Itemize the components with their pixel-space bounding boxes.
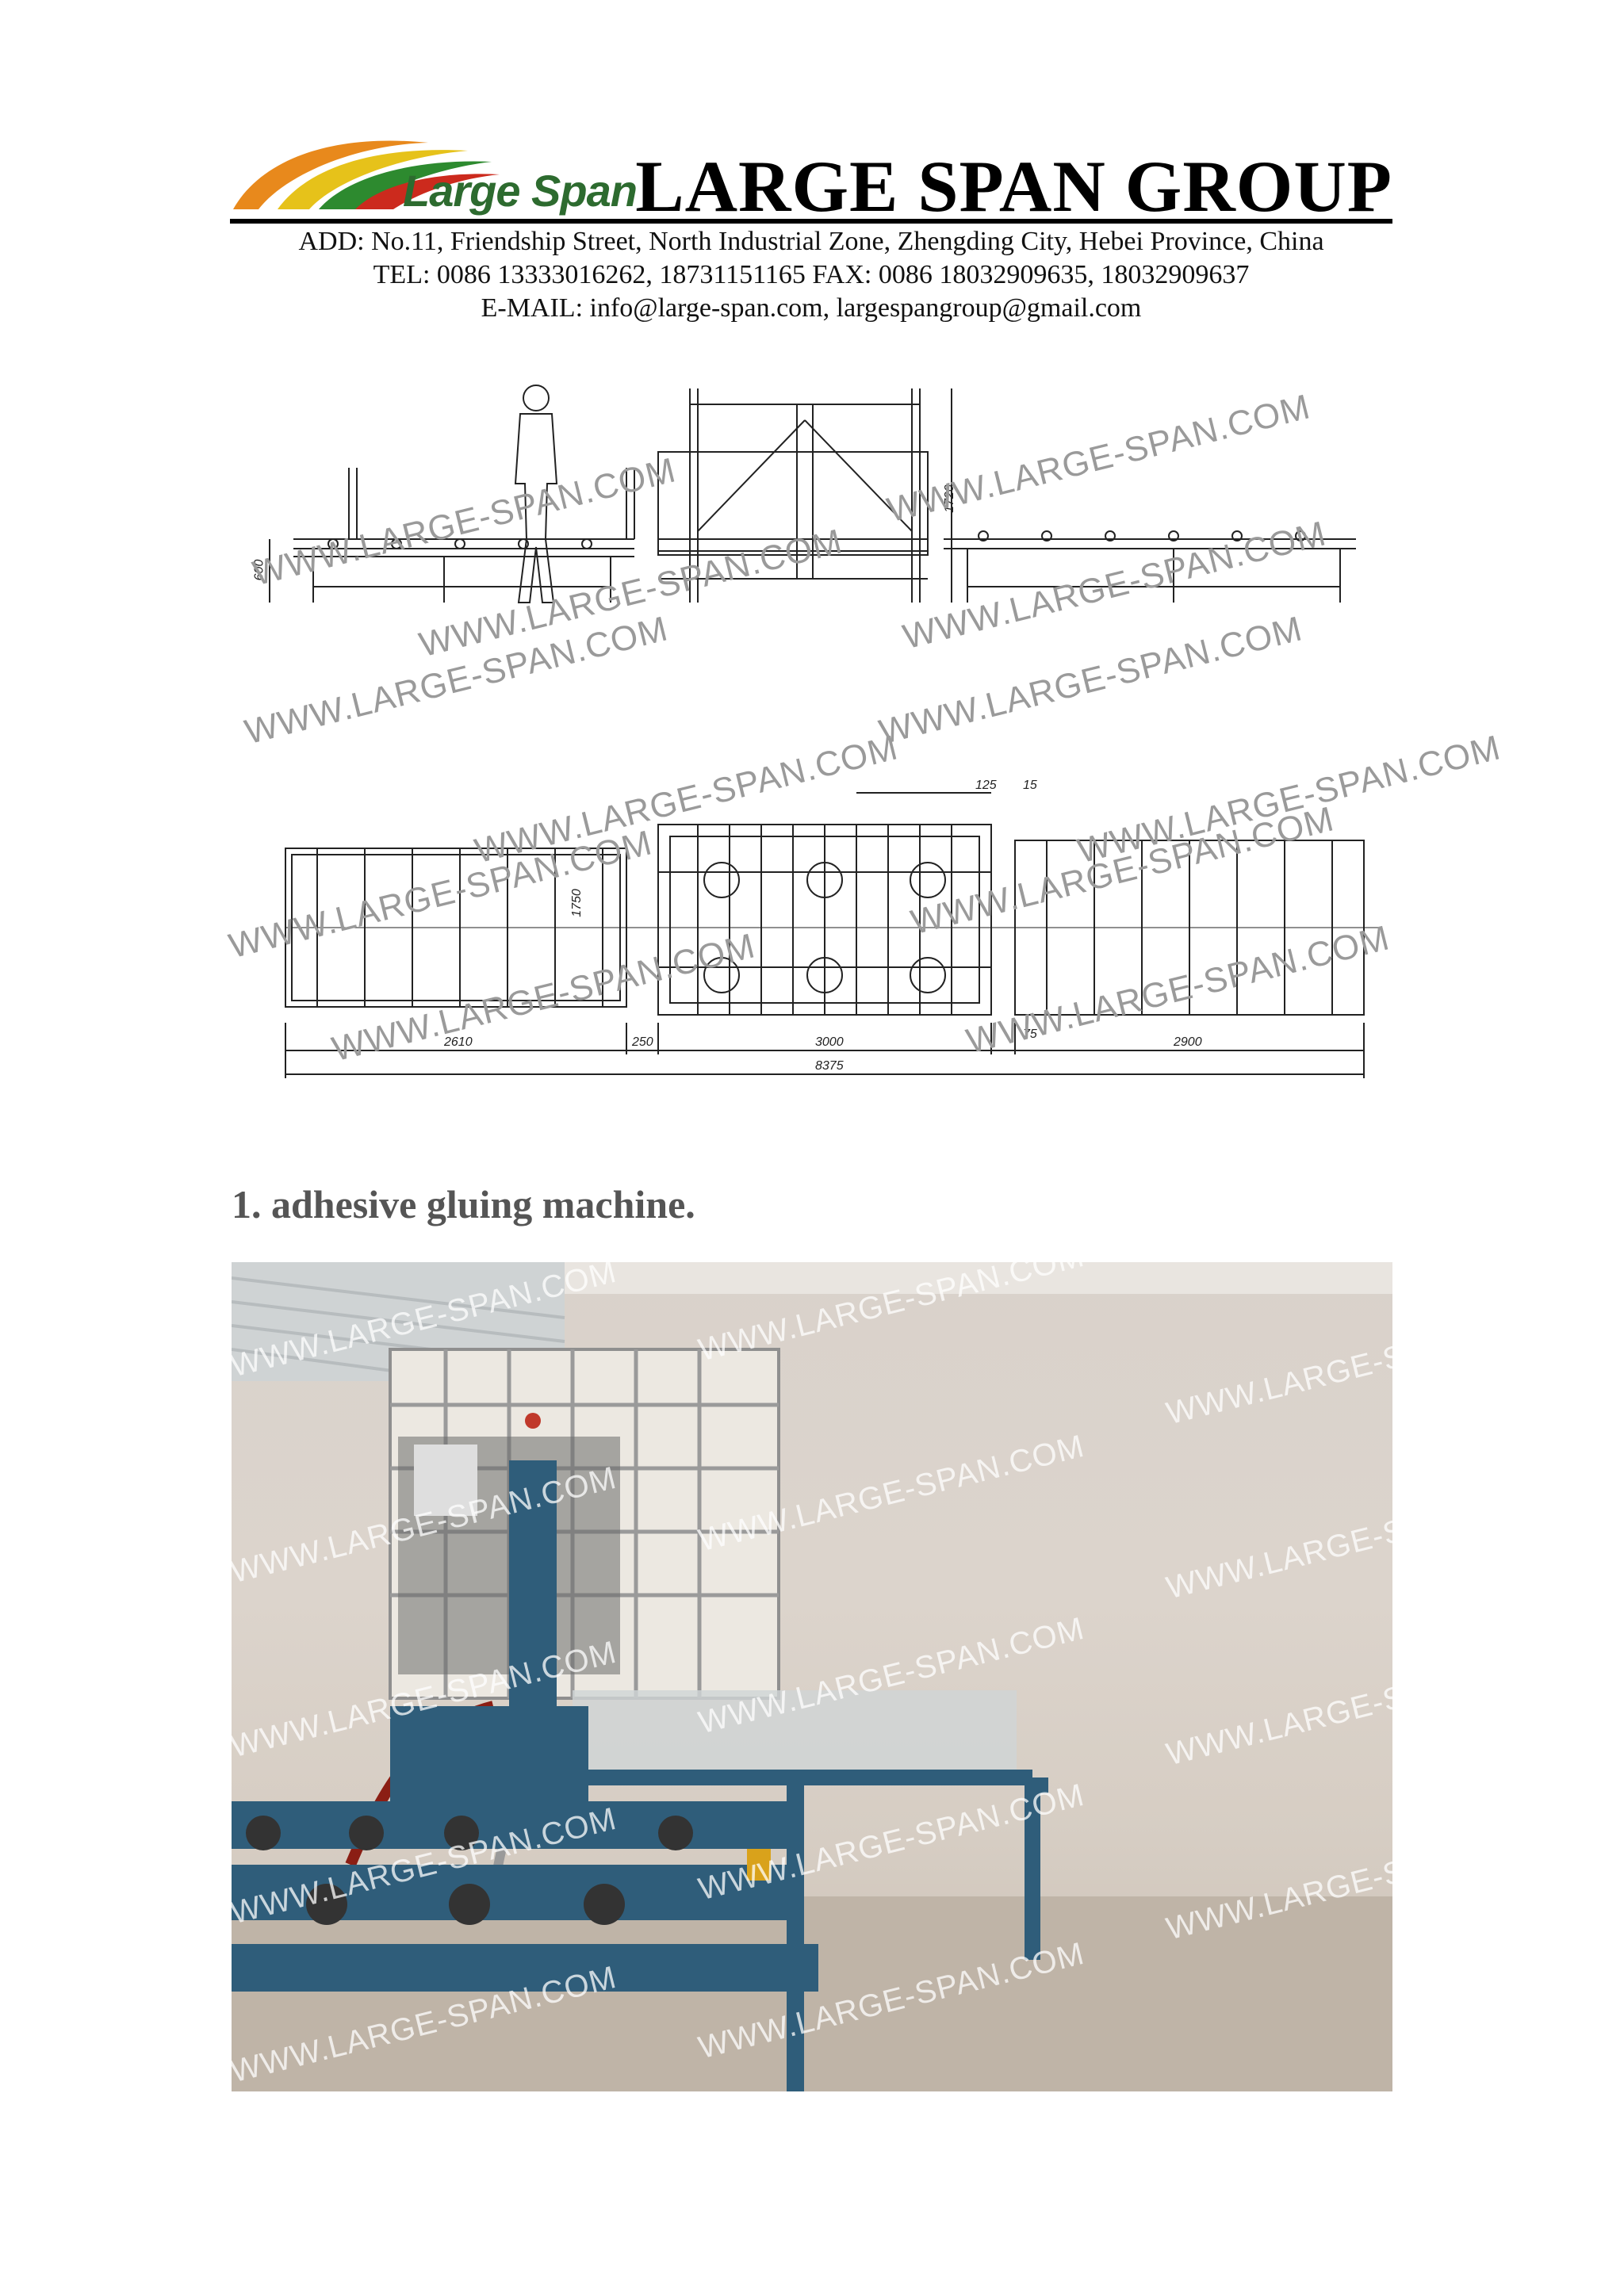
gluing-machine-photo: WWW.LARGE-SPAN.COM WWW.LARGE-SPAN.COM WW… [232,1262,1392,2091]
side-elevation-drawing: 1720 600 WWW.LARGE-SPAN.COM WWW.LARGE-SP… [238,373,1388,664]
dimension-left-length: 2610 [444,1035,473,1049]
dimension-top-a: 125 [975,779,997,792]
address-line: ADD: No.11, Friendship Street, North Ind… [298,227,1324,256]
dimension-total-length: 8375 [815,1059,844,1073]
dimension-gap: 250 [632,1035,653,1049]
section-heading: 1. adhesive gluing machine. [232,1182,695,1226]
contact-block: ADD: No.11, Friendship Street, North Ind… [230,225,1392,325]
logo-text: Large Span [403,166,638,216]
machine-illustration [232,1262,1392,2091]
company-logo: Large Span [230,127,642,222]
dimension-middle-length: 3000 [815,1035,844,1049]
header-rule [230,219,1392,224]
dimension-width: 1750 [569,889,584,917]
top-plan-drawing: 2610 250 3000 75 2900 8375 1750 125 15 W… [225,728,1504,1102]
letterhead: Large Span LARGE SPAN GROUP ADD: No.11, … [230,127,1392,333]
logo-swoosh-icon [233,140,500,209]
dimension-top-b: 15 [1023,779,1037,792]
dimension-right-length: 2900 [1174,1035,1202,1049]
top-plan-lines [285,792,1380,1078]
company-name: LARGE SPAN GROUP [635,146,1392,227]
dimension-offset: 75 [1023,1027,1037,1041]
phone-line: TEL: 0086 13333016262, 18731151165 FAX: … [373,260,1250,289]
email-line: E-MAIL: info@large-span.com, largespangr… [481,293,1142,323]
side-elevation-lines [269,385,1356,603]
